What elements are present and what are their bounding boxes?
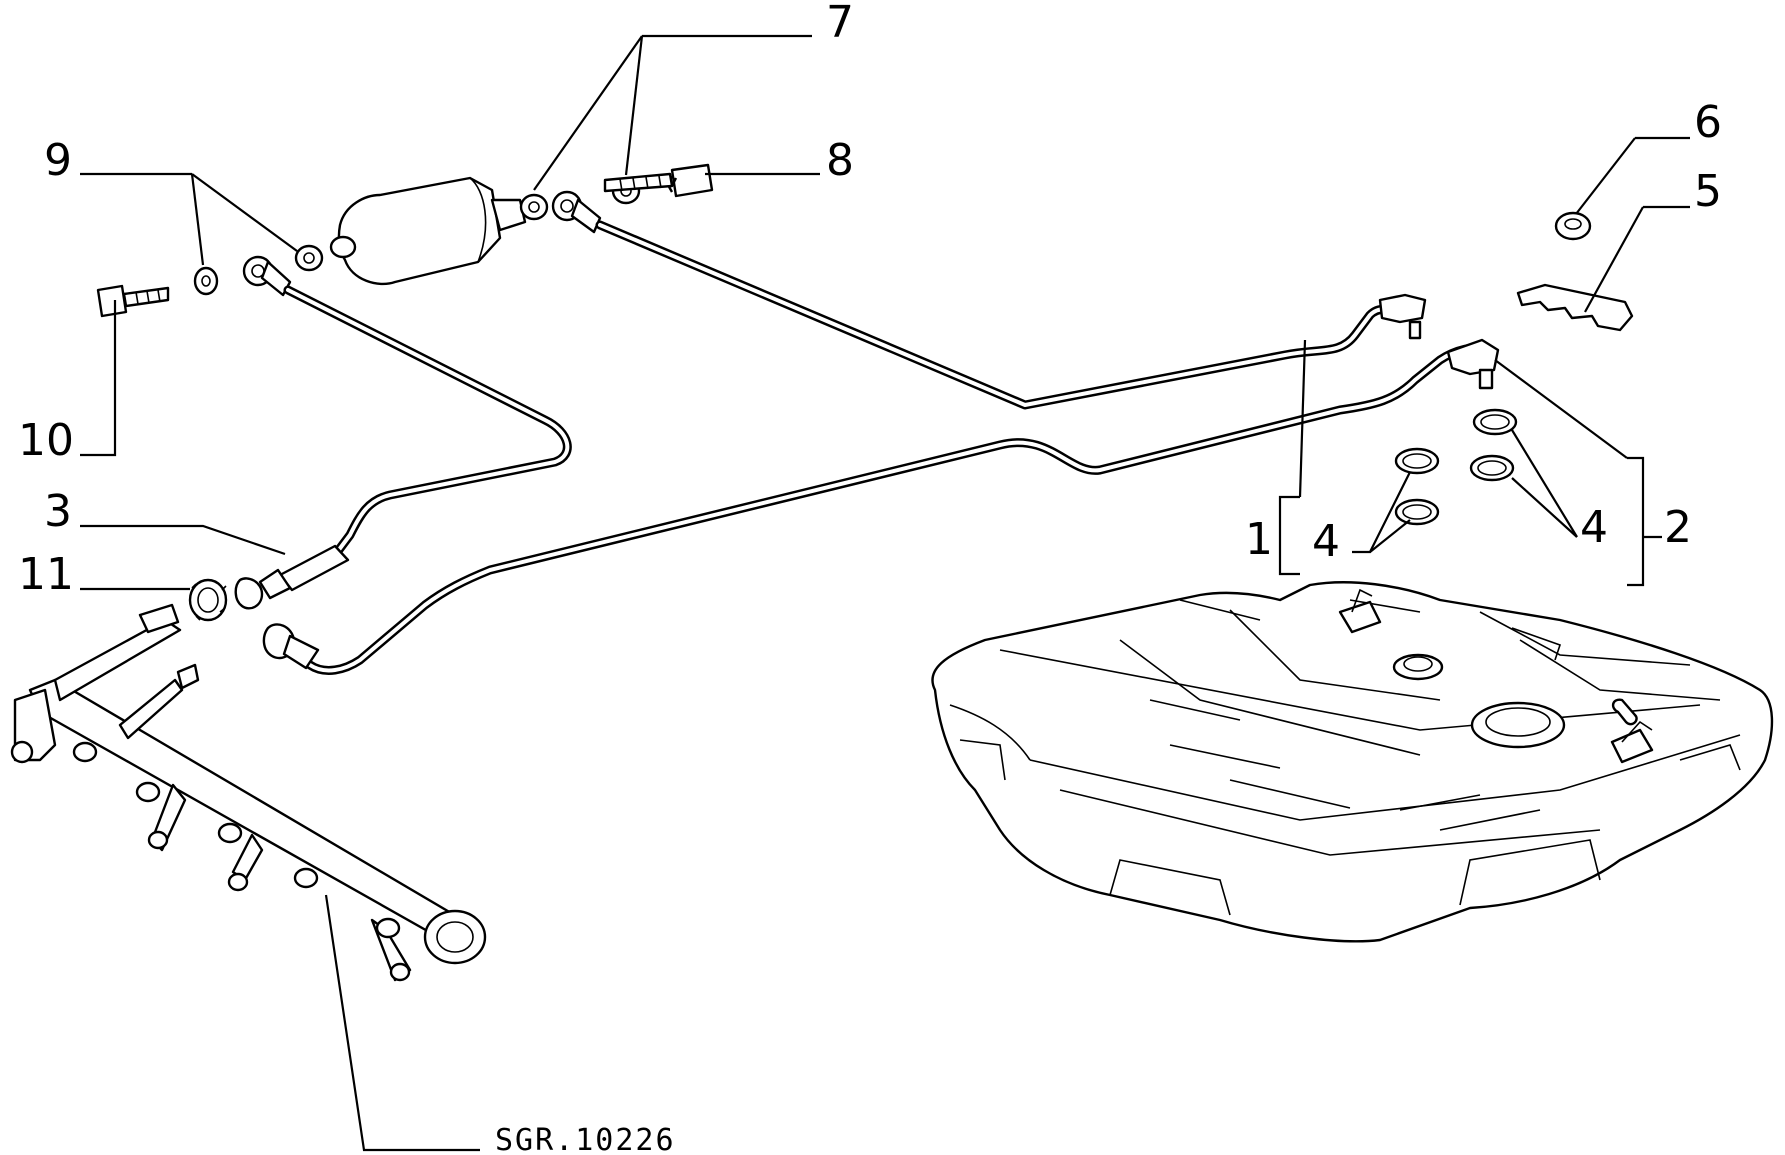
callout-1: 1 [1245, 514, 1273, 565]
callout-6: 6 [1694, 97, 1722, 148]
banjo-fitting-7 [551, 190, 602, 234]
callout-3: 3 [44, 486, 72, 537]
fuel-pipe-1-upper [595, 220, 1427, 410]
callout-4-right: 4 [1580, 502, 1608, 553]
callout-labels: 7 8 9 10 3 11 6 5 1 4 4 2 SGR.10226 [18, 0, 1722, 1155]
hose-clamp-11 [188, 578, 228, 622]
callout-2: 2 [1664, 502, 1692, 553]
bracket-5 [1516, 283, 1634, 332]
leader-lines [80, 34, 1690, 1152]
callout-4-left: 4 [1312, 516, 1340, 567]
o-ring-4d [1469, 454, 1515, 482]
callout-11: 11 [18, 549, 74, 600]
fuel-rail [10, 603, 487, 982]
callout-8: 8 [826, 135, 854, 186]
callout-7: 7 [826, 0, 854, 48]
callout-5: 5 [1694, 166, 1722, 217]
fuel-tank [931, 581, 1774, 943]
nut-6 [1554, 211, 1592, 241]
o-ring-4a [1394, 447, 1440, 475]
reference-code: SGR.10226 [495, 1123, 676, 1155]
o-ring-4b [1394, 498, 1440, 526]
callout-10: 10 [18, 415, 74, 466]
fuel-pipe-2-return [262, 338, 1500, 675]
banjo-fitting-9 [242, 255, 292, 297]
washer-7a [519, 193, 549, 221]
banjo-bolt-10 [96, 284, 170, 318]
fuel-filter [329, 176, 527, 286]
o-ring-4c [1472, 408, 1518, 436]
fuel-pipe-3-feed [234, 285, 572, 610]
banjo-bolt-8 [603, 163, 714, 198]
washer-9a [294, 244, 324, 272]
washer-9b [193, 266, 219, 296]
callout-9: 9 [44, 135, 72, 186]
